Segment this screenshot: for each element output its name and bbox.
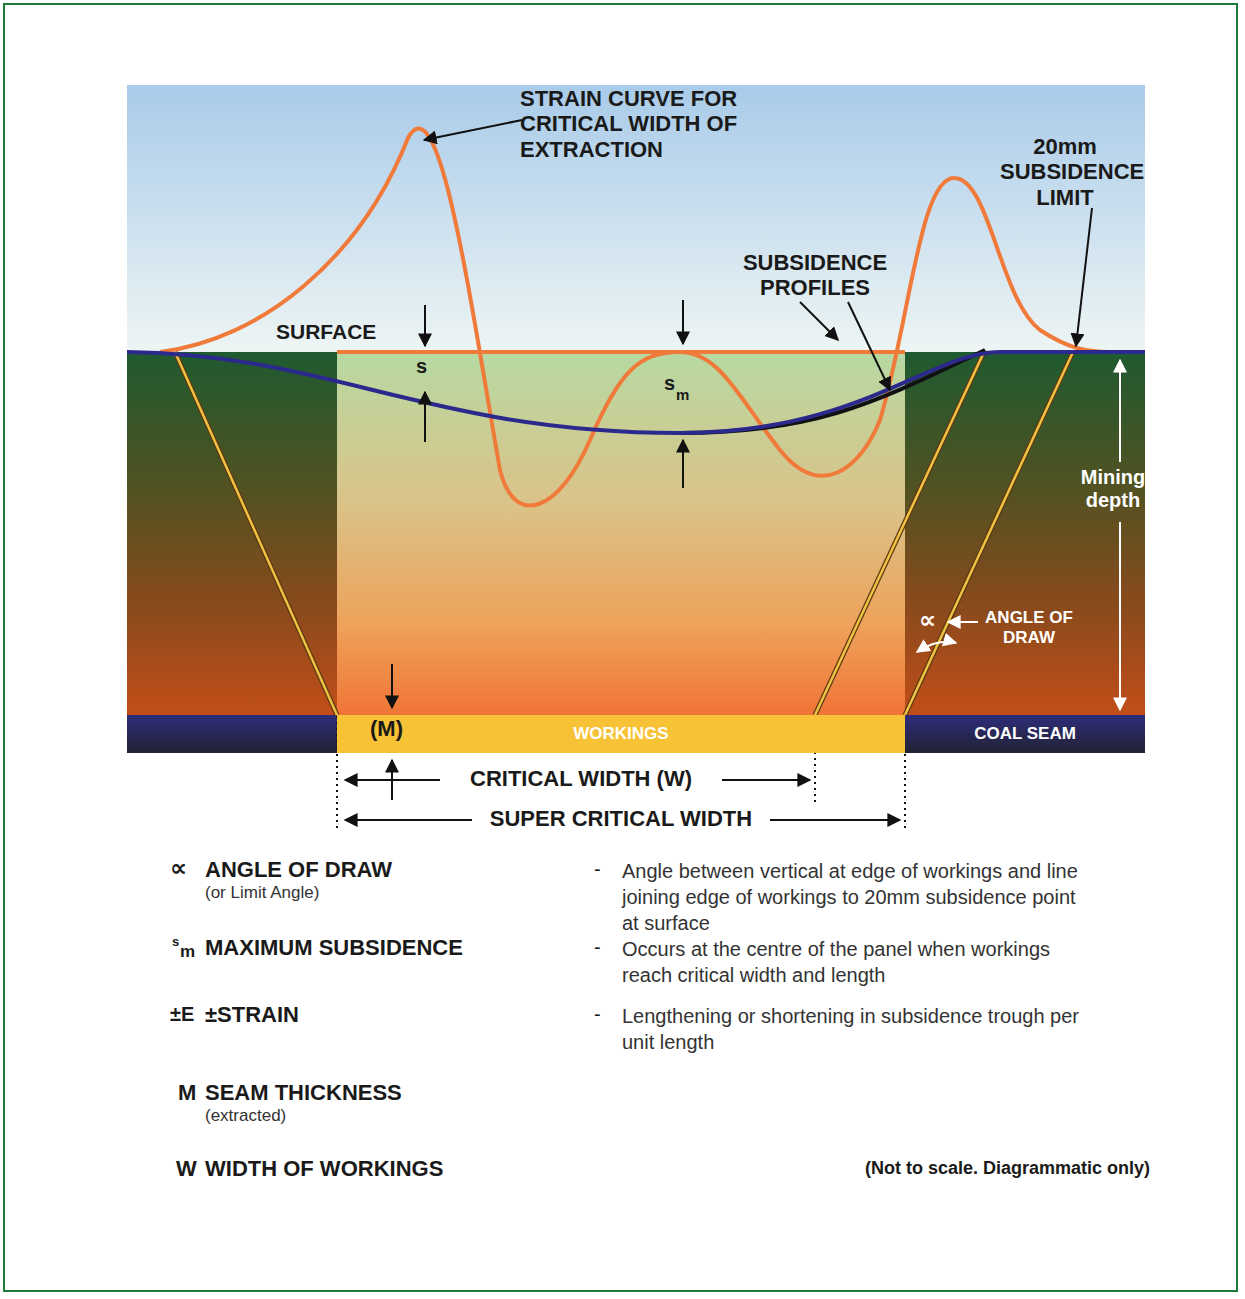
symbol: ∝ [919,606,949,634]
diagram-stroke [905,352,1073,715]
dimension-text: (M) [370,716,420,741]
subsidence-profile-black [680,350,985,433]
callout-text: 20mm SUBSIDENCE LIMIT [1000,134,1130,210]
legend-subterm: (or Limit Angle) [205,883,565,903]
legend-dash: - [594,1003,614,1026]
legend-dash: - [594,936,614,959]
surface-line [337,350,905,354]
legend-symbol: ∝ [170,854,200,882]
legend-symbol: ±E [170,1003,210,1026]
draw-lines [175,350,1073,715]
dimension-text: Mining depth [1078,466,1148,512]
legend-term: SEAM THICKNESS [205,1080,565,1105]
dimension-text: CRITICAL WIDTH (W) [445,766,717,791]
legend-term: ±STRAIN [205,1002,565,1027]
diagram-stroke [391,664,393,708]
legend-description: Occurs at the centre of the panel when w… [622,936,1092,988]
band-label: WORKINGS [573,724,668,744]
dimension-dots [337,716,905,832]
sky [127,85,1145,353]
ground-disturbed [337,352,905,716]
diagram-stroke [917,642,956,652]
diagram-stroke [948,621,978,623]
diagram-stroke [345,819,472,821]
diagram-stroke [175,352,337,715]
diagram-stroke [1076,208,1092,346]
diagram-stroke [682,300,684,344]
symbol-subscript: m [676,386,696,403]
diagram-stroke [1119,360,1121,462]
diagram-stroke [1119,522,1121,710]
subsidence-profile-blue [127,352,1145,433]
diagram-stroke [905,352,1073,715]
callout-text: STRAIN CURVE FOR CRITICAL WIDTH OF EXTRA… [520,86,780,162]
diagram-stroke [682,440,684,488]
diagram-stroke [424,305,426,346]
legend-term: WIDTH OF WORKINGS [205,1156,565,1181]
legend-subterm: (extracted) [205,1106,565,1126]
diagram-stroke [336,754,338,832]
workings-band: WORKINGS [337,715,905,753]
callout-text: SURFACE [276,320,396,344]
symbol: s [416,355,436,378]
diagram-stroke [815,350,985,715]
callout-text: ANGLE OF DRAW [984,608,1074,647]
diagram-stroke [424,120,522,140]
ground-right [905,352,1145,716]
strain-curve [160,129,1110,506]
diagram-stroke [175,352,337,715]
ground-left [127,352,337,716]
legend-symbol: W [176,1156,200,1181]
legend-term: MAXIMUM SUBSIDENCE [205,935,565,960]
diagram-stroke [815,350,985,715]
legend-description: Lengthening or shortening in subsidence … [622,1003,1092,1055]
callout-text: SUBSIDENCE PROFILES [720,250,910,301]
legend-symbol: m [180,942,200,962]
diagram-stroke [770,819,900,821]
diagram-stroke [424,392,426,442]
legend-dash: - [594,858,614,881]
diagram-stroke [800,302,838,340]
band-label: COAL SEAM [974,724,1076,744]
legend-term: ANGLE OF DRAW [205,857,565,882]
diagram-stroke [848,302,890,390]
note: (Not to scale. Diagrammatic only) [790,1158,1150,1179]
coal-seam-band: COAL SEAM [905,715,1145,753]
dimension-text: SUPER CRITICAL WIDTH [476,806,766,831]
white-arrows [917,360,1120,710]
legend-description: Angle between vertical at edge of workin… [622,858,1092,936]
diagram-stroke [904,754,906,832]
diagram-stroke [345,779,440,781]
diagram-stroke [722,779,810,781]
coal-seam-left [127,715,337,753]
legend-symbol: M [178,1080,202,1105]
